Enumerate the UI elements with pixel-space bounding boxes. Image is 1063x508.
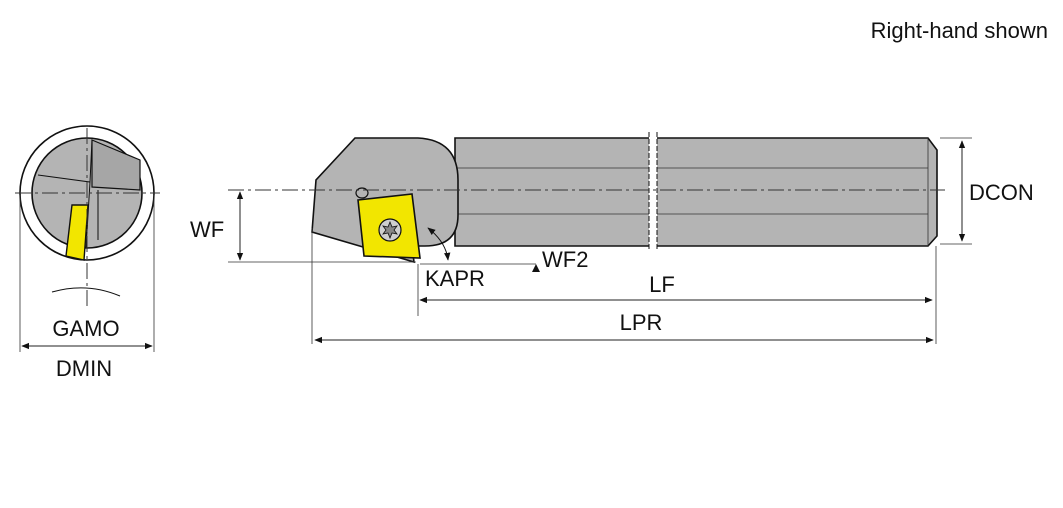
end-view-insert: [65, 204, 89, 261]
shank-body: [454, 137, 938, 247]
dmin-label: DMIN: [56, 356, 112, 381]
gamo-label: GAMO: [52, 316, 119, 341]
wf2-arrow-mark: [532, 264, 540, 272]
dimensions: WF KAPR WF2 LF LPR DCON: [190, 137, 1034, 344]
wf2-label: WF2: [542, 247, 588, 272]
end-view: GAMO DMIN: [15, 125, 160, 381]
orientation-note: Right-hand shown: [871, 18, 1048, 43]
break-lines: [648, 132, 658, 250]
end-view-flat: [91, 139, 141, 191]
gamo-angle-arc: [51, 287, 121, 297]
kapr-angle-arc: [427, 227, 451, 261]
kapr-label: KAPR: [425, 266, 485, 291]
dcon-label: DCON: [969, 180, 1034, 205]
wf-label: WF: [190, 217, 224, 242]
lf-label: LF: [649, 272, 675, 297]
torx-screw-icon: [378, 218, 402, 242]
lpr-label: LPR: [620, 310, 663, 335]
side-view: [228, 132, 945, 264]
